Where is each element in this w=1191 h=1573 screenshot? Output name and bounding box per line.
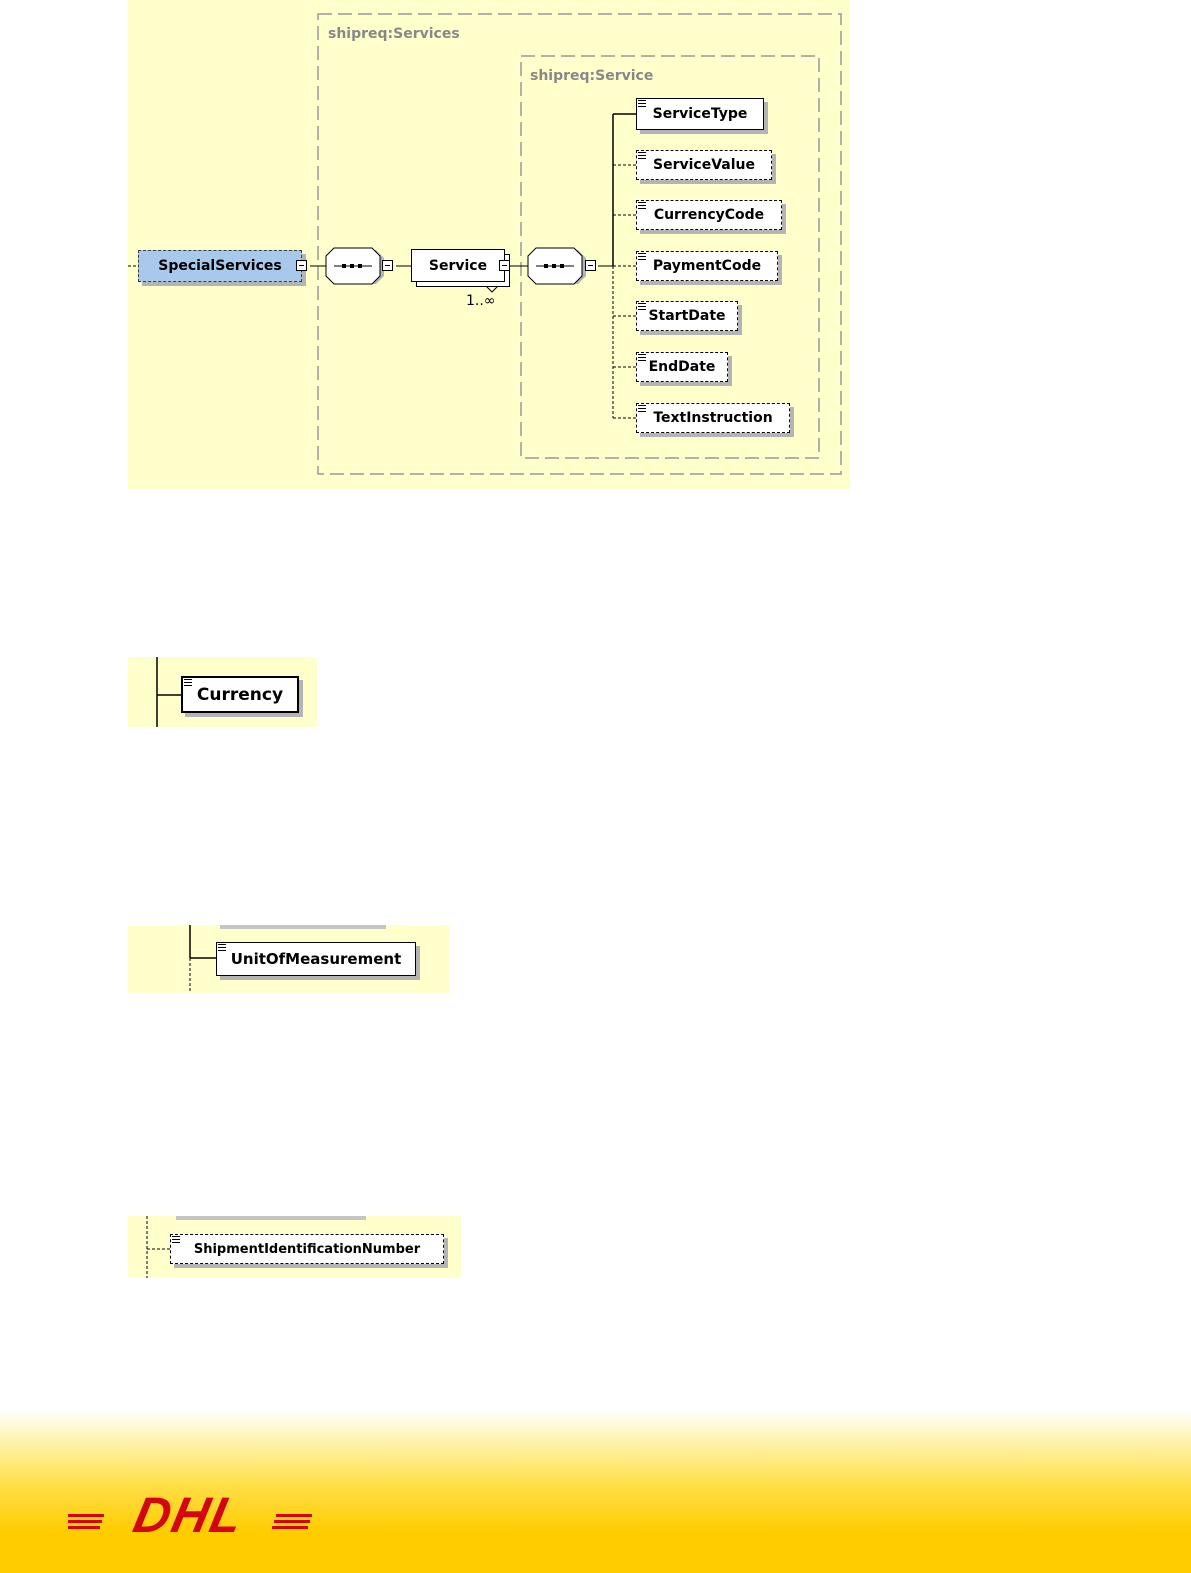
- dhl-logo: DHL: [68, 1492, 312, 1536]
- element-label: StartDate: [648, 308, 726, 324]
- element-content-icon: [638, 303, 646, 310]
- element-content-icon: [638, 152, 646, 159]
- diagram-connectors: [146, 1216, 366, 1278]
- element-label: PaymentCode: [652, 258, 762, 274]
- element-content-icon: [638, 202, 646, 209]
- element-content-icon: [218, 944, 226, 951]
- element-service-value[interactable]: ServiceValue: [636, 150, 772, 180]
- element-content-icon: [638, 100, 646, 107]
- diagram-connectors: [189, 925, 386, 993]
- element-content-icon: [184, 679, 192, 686]
- occurrence-label: 1..∞: [466, 293, 496, 309]
- element-label: ServiceValue: [653, 157, 755, 173]
- diagram-connectors: [156, 657, 181, 727]
- element-label: UnitOfMeasurement: [230, 950, 402, 968]
- element-end-date[interactable]: EndDate: [636, 352, 728, 382]
- element-label: TextInstruction: [653, 410, 773, 426]
- collapse-toggle[interactable]: [499, 260, 510, 271]
- schema-diagram-unit-of-measurement: UnitOfMeasurement: [128, 925, 449, 993]
- services-group-label: shipreq:Services: [328, 26, 460, 42]
- element-service[interactable]: Service: [411, 249, 505, 282]
- service-group-label: shipreq:Service: [530, 68, 654, 84]
- diagram-connectors: [128, 13, 842, 475]
- collapse-toggle[interactable]: [296, 260, 307, 271]
- collapse-toggle[interactable]: [382, 260, 393, 271]
- element-unit-of-measurement[interactable]: UnitOfMeasurement: [216, 942, 416, 976]
- schema-diagram-shipment-identification-number: ShipmentIdentificationNumber: [128, 1216, 461, 1278]
- element-label: Service: [428, 257, 488, 274]
- schema-diagram-special-services: shipreq:Services shipreq:Service Special…: [128, 0, 850, 489]
- element-content-icon: [172, 1236, 180, 1243]
- element-label: ServiceType: [652, 106, 748, 122]
- element-payment-code[interactable]: PaymentCode: [636, 251, 778, 281]
- element-label: Currency: [196, 684, 284, 705]
- footer-band: [0, 1410, 1191, 1573]
- element-label: ShipmentIdentificationNumber: [193, 1241, 421, 1257]
- schema-diagram-currency: Currency: [128, 657, 317, 727]
- element-content-icon: [638, 253, 646, 260]
- element-service-type[interactable]: ServiceType: [636, 98, 764, 130]
- element-special-services[interactable]: SpecialServices: [138, 250, 302, 282]
- element-currency-code[interactable]: CurrencyCode: [636, 200, 782, 230]
- element-currency[interactable]: Currency: [181, 676, 299, 713]
- collapse-toggle[interactable]: [585, 260, 596, 271]
- element-label: CurrencyCode: [653, 207, 765, 223]
- dhl-logo-text: DHL: [129, 1492, 250, 1536]
- element-label: SpecialServices: [158, 258, 282, 274]
- element-content-icon: [638, 405, 646, 412]
- element-label: EndDate: [648, 359, 716, 375]
- element-start-date[interactable]: StartDate: [636, 301, 738, 331]
- element-shipment-identification-number[interactable]: ShipmentIdentificationNumber: [170, 1234, 444, 1264]
- element-text-instruction[interactable]: TextInstruction: [636, 403, 790, 433]
- element-content-icon: [638, 354, 646, 361]
